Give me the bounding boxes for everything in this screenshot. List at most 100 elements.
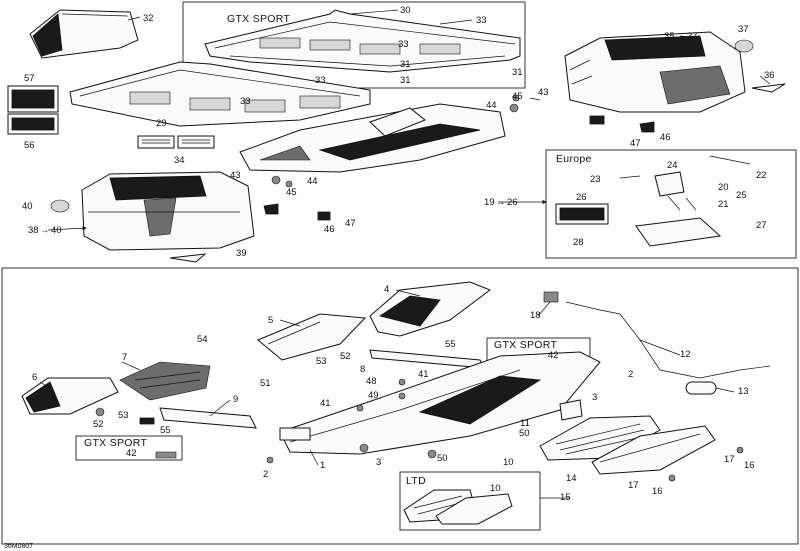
callout-31: 31 — [512, 67, 523, 78]
part-7-step — [119, 361, 211, 401]
part-36-sticker — [751, 83, 786, 93]
callout-52: 52 — [340, 351, 351, 362]
part-46-clip-left — [263, 203, 279, 215]
callout-55: 55 — [445, 339, 456, 350]
part-55-clip — [139, 417, 155, 425]
part-3-nut — [359, 443, 369, 453]
part-39-sticker — [169, 253, 207, 263]
part-5-panel — [257, 313, 367, 361]
part-4-cover — [369, 281, 492, 337]
callout-46: 46 — [660, 132, 671, 143]
callout-17: 17 — [724, 454, 735, 465]
callout-35: 35 — [664, 31, 675, 42]
group-label-europe: Europe — [556, 153, 592, 165]
callout-33: 33 — [476, 15, 487, 26]
callout-54: 54 — [197, 334, 208, 345]
callout-33: 33 — [240, 96, 251, 107]
callout-3: 3 — [592, 392, 597, 403]
callout-35-arrow: → — [676, 31, 686, 42]
callout-55: 55 — [160, 425, 171, 436]
part-42-badge — [155, 451, 177, 459]
part-1-rear-body — [279, 351, 601, 455]
callout-29: 29 — [156, 118, 167, 129]
group-label-gtx-sport-bottom: GTX SPORT — [84, 437, 147, 449]
callout-17: 17 — [628, 480, 639, 491]
ltd-frame — [399, 471, 541, 531]
part-40-reflector — [50, 199, 70, 213]
callout-43: 43 — [538, 87, 549, 98]
callout-45: 45 — [286, 187, 297, 198]
callout-47: 47 — [630, 138, 641, 149]
part-35-storage-bag-right — [564, 31, 746, 113]
callout-20: 20 — [718, 182, 729, 193]
callout-2: 2 — [628, 369, 633, 380]
drawing-code: 36M0807 — [4, 543, 33, 550]
part-57-decal — [7, 85, 59, 113]
callout-40r: 40 — [51, 225, 62, 236]
part-32-cover — [29, 9, 139, 59]
callout-39: 39 — [236, 248, 247, 259]
part-43-screw — [529, 97, 541, 101]
callout-38-arrow: → — [40, 225, 50, 236]
part-46-clip-right — [639, 121, 655, 133]
part-13-bulb — [685, 381, 717, 395]
part-29-rack — [69, 61, 371, 127]
callout-53: 53 — [118, 410, 129, 421]
callout-9: 9 — [233, 394, 238, 405]
callout-33: 33 — [315, 75, 326, 86]
callout-42: 42 — [126, 448, 137, 459]
callout-31: 31 — [400, 75, 411, 86]
part-6-cover — [21, 377, 119, 415]
callout-26: 26 — [576, 192, 587, 203]
callout-5: 5 — [268, 315, 273, 326]
callout-48: 48 — [366, 376, 377, 387]
callout-46: 46 — [324, 224, 335, 235]
callout-44: 44 — [486, 100, 497, 111]
leader-lines — [39, 9, 771, 499]
callout-23: 23 — [590, 174, 601, 185]
callout-37: 37 — [738, 24, 749, 35]
callout-45: 45 — [512, 91, 523, 102]
part-30-rack — [204, 9, 521, 73]
part-14-lens — [591, 425, 716, 475]
part-45-spacer-left — [285, 180, 293, 188]
callout-32: 32 — [143, 13, 154, 24]
callout-51: 51 — [260, 378, 271, 389]
callout-49: 49 — [368, 390, 379, 401]
callout-50: 50 — [437, 453, 448, 464]
part-52-washer — [95, 407, 105, 417]
group-label-gtx-sport-top: GTX SPORT — [227, 13, 290, 25]
callout-labels: 32 30 33 33 31 31 31 33 33 29 57 56 34 3… — [22, 5, 775, 503]
callout-10: 10 — [503, 457, 514, 468]
part-49-screw — [398, 392, 406, 400]
callout-24: 24 — [667, 160, 678, 171]
callout-36: 36 — [764, 70, 775, 81]
callout-19-arrow: → — [496, 197, 506, 208]
rear-rack-assembly — [239, 103, 506, 173]
callout-3: 3 — [376, 457, 381, 468]
callout-13: 13 — [738, 386, 749, 397]
callout-50: 50 — [519, 428, 530, 439]
callout-7: 7 — [122, 352, 127, 363]
callout-16: 16 — [652, 486, 663, 497]
callout-19: 19 — [484, 197, 495, 208]
callout-52: 52 — [93, 419, 104, 430]
part-10-tail-light — [539, 415, 661, 461]
part-41-clip — [356, 404, 364, 412]
callout-27: 27 — [756, 220, 767, 231]
part-48-screw — [398, 378, 406, 386]
part-47-clip-right — [589, 115, 605, 125]
part-2-screw — [266, 456, 274, 464]
callout-41: 41 — [418, 369, 429, 380]
group-label-ltd: LTD — [406, 475, 426, 487]
callout-38: 38 — [28, 225, 39, 236]
callout-28: 28 — [573, 237, 584, 248]
callout-40: 40 — [22, 201, 33, 212]
group-label-gtx-sport-mid: GTX SPORT — [494, 339, 557, 351]
part-45-spacer — [512, 94, 520, 102]
part-8-strip — [369, 349, 485, 369]
callout-22: 22 — [756, 170, 767, 181]
callout-56: 56 — [24, 140, 35, 151]
callout-53: 53 — [316, 356, 327, 367]
